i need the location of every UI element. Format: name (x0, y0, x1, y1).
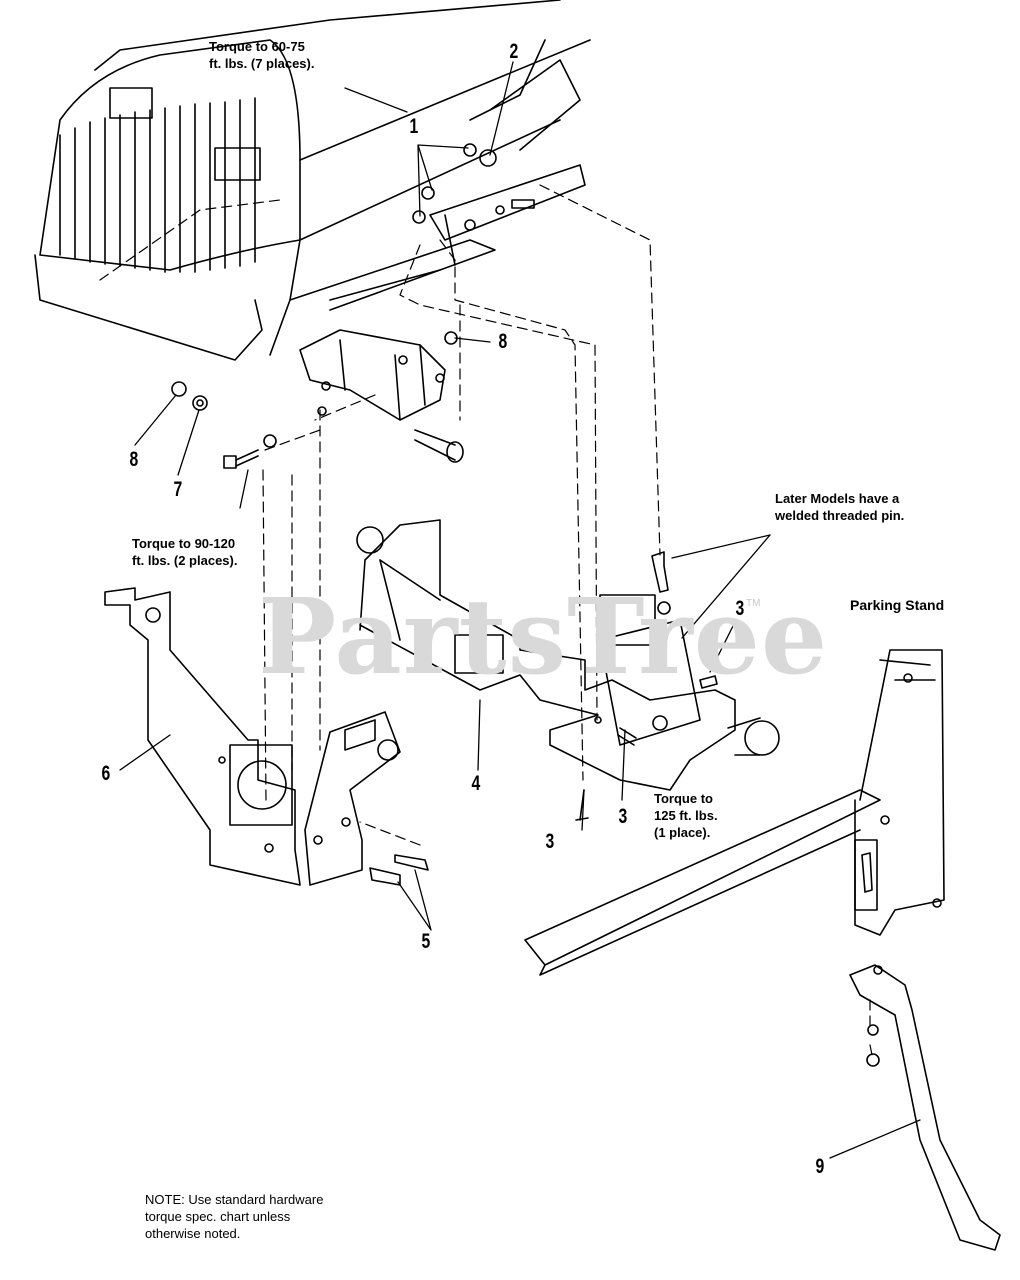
callout-6: 6 (101, 762, 111, 785)
front-bracket-assembly (299, 329, 464, 463)
lift-bracket-right (304, 711, 401, 886)
callout-1: 1 (409, 115, 419, 138)
watermark-trademark: TM (746, 598, 761, 609)
hardware-nut-washer (171, 143, 497, 469)
parking-stand-leg (849, 964, 1001, 1251)
callout-8-right: 8 (498, 330, 508, 353)
note-torque-60-75: Torque to 60-75 ft. lbs. (7 places). (209, 39, 315, 71)
callout-8-left: 8 (129, 448, 139, 471)
threaded-pin (599, 551, 671, 646)
hitch-crossmember (356, 519, 780, 821)
note-later-models: Later Models have a welded threaded pin. (775, 491, 905, 523)
callout-leader-lines (119, 61, 921, 1159)
callout-3-upper: 3 (735, 597, 745, 620)
callout-3-lower-right: 3 (618, 805, 628, 828)
callout-5: 5 (421, 930, 431, 953)
assembly-guide-lines (99, 184, 874, 1061)
callout-7: 7 (173, 478, 183, 501)
hardware-bolts-5 (369, 854, 429, 886)
callout-4: 4 (471, 772, 481, 795)
lift-bracket-left (104, 587, 301, 886)
watermark: PartsTree (258, 575, 829, 698)
callout-2: 2 (509, 40, 519, 63)
callout-9: 9 (815, 1155, 825, 1178)
callout-3-lower-left: 3 (545, 830, 555, 853)
tractor-frame-rails (289, 39, 586, 311)
parking-stand-bracket (524, 649, 945, 976)
parking-stand-title: Parking Stand (850, 597, 945, 613)
note-standard-hardware: NOTE: Use standard hardware torque spec.… (145, 1192, 324, 1241)
note-torque-90-120: Torque to 90-120 ft. lbs. (2 places). (132, 536, 238, 568)
note-torque-125: Torque to 125 ft. lbs. (1 place). (654, 791, 718, 840)
